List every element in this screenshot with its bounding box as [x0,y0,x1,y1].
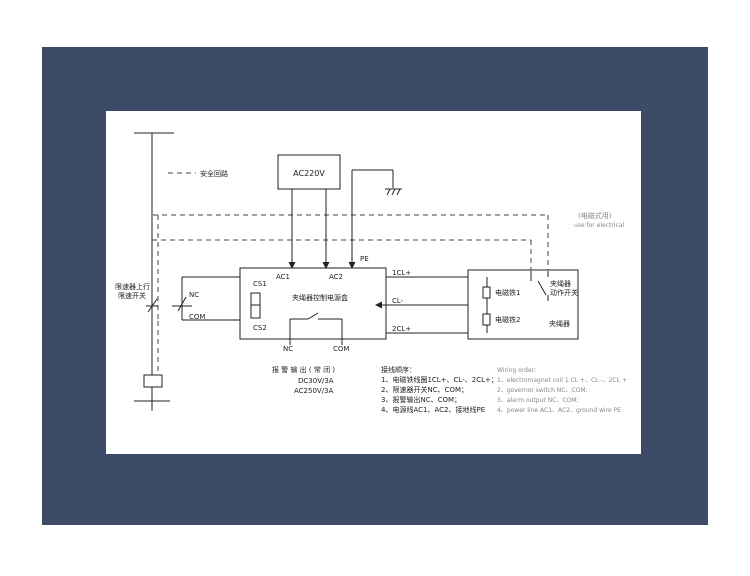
action-switch-label-2: 动作开关 [550,288,578,297]
safety-circuit-dashed-lines [152,172,549,373]
alarm-rating-dc: DC30V/3A [298,377,334,385]
relay-coil [143,374,163,388]
clamp-name-label: 夹绳器 [549,319,570,328]
electromagnet-legend-en: use for electrical [574,222,624,229]
alarm-nc-label: NC [283,345,293,353]
controller-title: 夹绳器控制电源盒 [292,293,348,302]
coil2-symbol [482,313,491,326]
governor-switch-label-1: 限速器上行 [115,282,150,291]
action-switch-icon [530,271,549,301]
wiring-cn-item-1: 1、电磁铁线圈1CL+、CL-、2CL+； [381,375,498,384]
alarm-contact [289,312,343,345]
governor-nc-label: NC [189,291,199,299]
wiring-en-item-3: 3、alarm output NC、COM; [497,397,578,404]
wiring-en-item-2: 2、governor switch NC、COM; [497,387,588,394]
wiring-diagram: 安全回路 限速器上行 限速开关 NC COM AC220V PE AC1 AC2… [115,132,627,414]
cl2-label: 2CL+ [392,325,411,333]
alarm-com-label: COM [333,345,349,353]
cs1-label: CS1 [253,280,267,288]
diagram-panel: 安全回路 限速器上行 限速开关 NC COM AC220V PE AC1 AC2… [106,111,641,454]
governor-switch-contact [146,276,246,321]
controller-box [239,267,387,340]
ac1-label: AC1 [276,273,290,281]
wiring-cn-item-2: 2、限速器开关NC、COM； [381,385,468,394]
clamp-box [467,269,579,340]
wiring-cn-item-3: 3、报警输出NC、COM； [381,395,461,404]
governor-com-label: COM [189,313,205,321]
power-source-label: AC220V [293,169,325,178]
coil1-label: 电磁铁1 [495,288,520,297]
ground-icon [352,169,402,196]
pe-label: PE [360,255,369,263]
governor-switch-label-2: 限速开关 [118,291,146,300]
wiring-en-title: Wiring order: [497,367,536,374]
cl1-label: 1CL+ [392,269,411,277]
coil1-symbol [482,286,491,299]
action-switch-label-1: 夹绳器 [550,279,571,288]
wiring-cn-title: 接线顺序： [381,365,416,374]
wiring-order-cn: 接线顺序： 1、电磁铁线圈1CL+、CL-、2CL+； 2、限速器开关NC、CO… [381,365,498,414]
electromagnet-legend-cn: (电磁式用) [578,211,612,220]
alarm-rating-ac: AC250V/3A [294,387,334,395]
coil2-label: 电磁铁2 [495,315,520,324]
wiring-en-item-4: 4、power line AC1、AC2、ground wire PE [497,407,621,414]
safety-circuit-label: 安全回路 [200,169,228,178]
wiring-order-en: Wiring order: 1、electromagnet coil 1 CL … [497,367,627,414]
ac2-label: AC2 [329,273,343,281]
cs2-label: CS2 [253,324,267,332]
alarm-output-label: 报 警 输 出 ( 常 闭 ) [272,365,335,374]
cl-minus-label: CL- [392,297,404,305]
power-source-box [277,154,341,190]
wiring-cn-item-4: 4、电源线AC1、AC2、接地线PE [381,405,485,414]
wiring-en-item-1: 1、electromagnet coil 1 CL +、CL -、2CL + [497,377,627,384]
